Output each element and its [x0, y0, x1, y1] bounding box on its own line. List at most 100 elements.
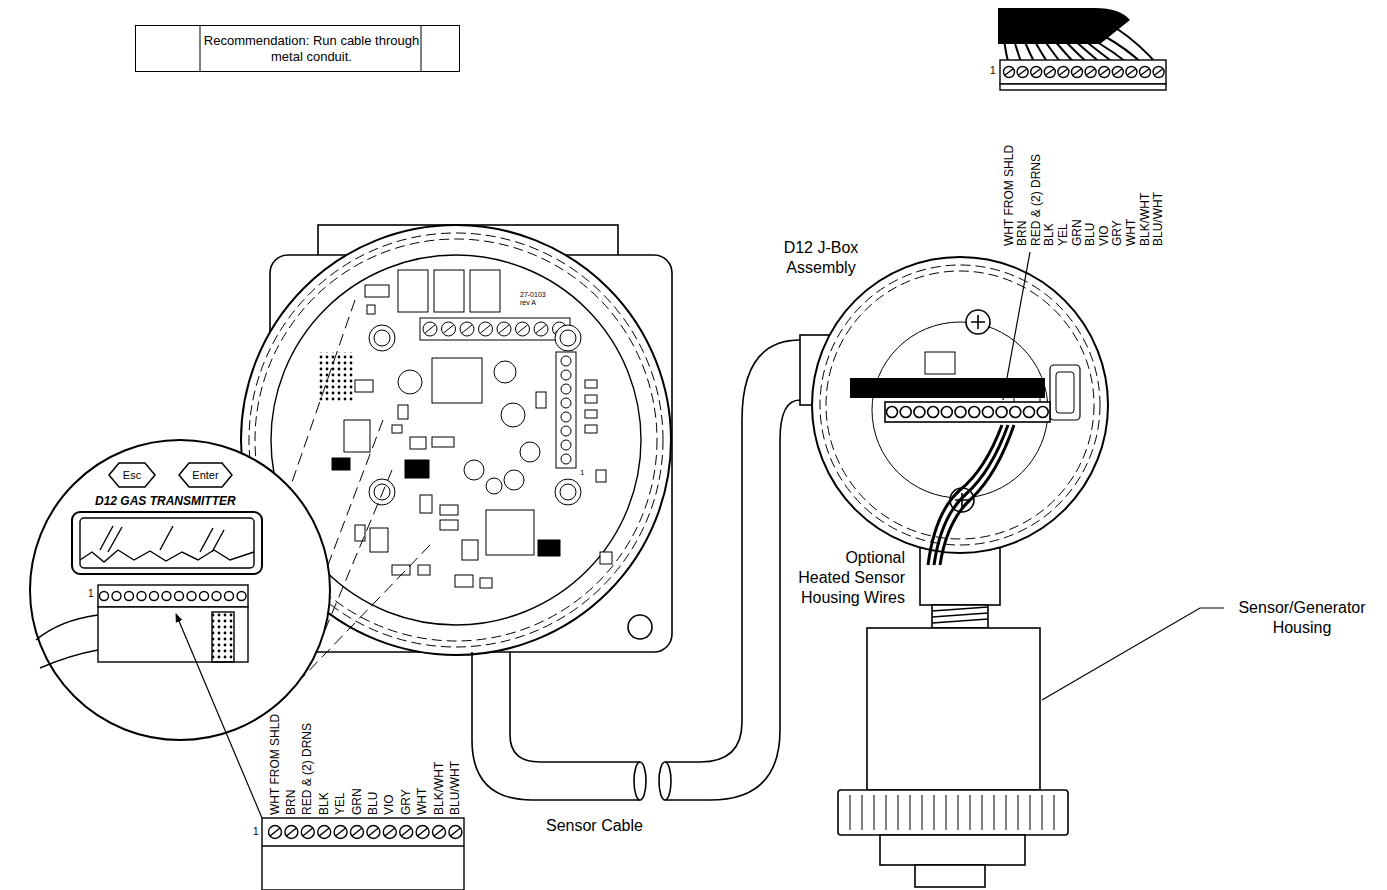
circuit-board [561, 356, 571, 366]
circuit-board [370, 528, 388, 552]
display-magnifier [125, 592, 134, 601]
circuit-board [440, 505, 458, 515]
circuit-board [504, 470, 524, 490]
circuit-board [596, 470, 606, 482]
junction-box [955, 407, 966, 418]
circuit-board [556, 352, 576, 468]
junction-box [885, 402, 1050, 422]
board-number: 27-0103 rev A [520, 291, 552, 307]
circuit-board [470, 270, 500, 312]
display-magnifier [36, 615, 98, 668]
wire-color-label: BLK [1043, 223, 1056, 246]
note-box-divider [421, 25, 422, 72]
part-name: Sensor Cable [546, 816, 643, 836]
junction-box [1056, 372, 1074, 413]
circuit-board [585, 410, 597, 418]
note-box: Recommendation: Run cable through metal … [135, 25, 460, 72]
display-magnifier [225, 592, 234, 601]
wire-color-label: BLU/WHT [449, 761, 462, 815]
circuit-board [585, 425, 597, 433]
circuit-board [374, 330, 390, 346]
circuit-board [538, 540, 560, 556]
junction-box [1037, 407, 1048, 418]
terminal-strip [270, 828, 460, 836]
circuit-board [318, 352, 354, 402]
sensor-housing [850, 795, 1054, 830]
note-box-divider [200, 25, 201, 72]
junction-box [969, 407, 980, 418]
circuit-board [561, 454, 571, 464]
terminal-strip [1000, 60, 1166, 84]
sensor-housing [880, 835, 1025, 865]
wire-color-label: BLK/WHT [1139, 193, 1152, 246]
wire-color-label: VIO [383, 794, 396, 815]
junction-box [900, 407, 911, 418]
view-line [325, 470, 392, 630]
view-line [300, 545, 430, 680]
part-name: D12 J-Box Assembly [762, 238, 880, 278]
wire-color-label: WHT FROM SHLD [1003, 145, 1016, 246]
sensor-housing [838, 790, 1068, 835]
display-magnifier [72, 512, 262, 574]
junction-box [850, 378, 1045, 398]
transmitter-housing [628, 615, 652, 639]
junction-box [982, 407, 993, 418]
circuit-board [374, 484, 390, 500]
part-name: Optional Heated Sensor Housing Wires [793, 548, 905, 608]
node-text: Enter [192, 469, 218, 482]
device-name: D12 GAS TRANSMITTER [95, 494, 236, 508]
display-magnifier [30, 440, 330, 740]
node-text: Esc [123, 469, 141, 482]
sensor-cable [472, 340, 800, 800]
circuit-board [455, 575, 473, 587]
circuit-board [392, 565, 410, 575]
pin-number: 1 [88, 588, 94, 600]
view-line [328, 420, 383, 565]
junction-box [1024, 407, 1035, 418]
circuit-board [585, 380, 597, 388]
circuit-board [494, 361, 516, 383]
wire-color-label: WHT [1125, 219, 1138, 246]
pin-number: 1 [990, 65, 996, 77]
circuit-board [536, 392, 546, 408]
circuit-board [367, 305, 375, 314]
circuit-board [365, 285, 389, 297]
key-button: Enter [178, 462, 233, 488]
circuit-board [486, 510, 534, 555]
circuit-board [561, 398, 571, 408]
wire-color-label: WHT FROM SHLD [269, 714, 282, 815]
junction-box [812, 257, 1108, 553]
wire-color-label: BRN [1016, 221, 1029, 246]
circuit-board [434, 270, 464, 312]
sensor-cable [659, 762, 671, 800]
terminal-strip [262, 845, 464, 846]
junction-box [914, 407, 925, 418]
display-magnifier [80, 518, 254, 568]
circuit-board [440, 520, 458, 530]
circuit-board [480, 578, 492, 588]
display-magnifier [30, 440, 330, 740]
circuit-board [369, 325, 395, 351]
circuit-board [585, 395, 597, 403]
sensor-cable [665, 340, 800, 762]
wire-color-label: YEL [1057, 223, 1070, 246]
circuit-board [555, 479, 581, 505]
display-magnifier [175, 592, 184, 601]
wire-color-label: YEL [334, 792, 347, 815]
wire-color-label: GRY [1111, 220, 1124, 246]
leader-arrow [176, 614, 262, 818]
terminal-strip [1000, 84, 1166, 90]
display-magnifier [100, 592, 109, 601]
circuit-board [418, 565, 430, 575]
circuit-board [560, 484, 576, 500]
wire-color-label: BLK [318, 792, 331, 815]
circuit-board [520, 442, 540, 462]
wire-color-label: WHT [416, 788, 429, 815]
circuit-board [555, 325, 581, 351]
pin-number: 1 [253, 826, 259, 838]
display-magnifier [237, 592, 246, 601]
display-magnifier [112, 592, 121, 601]
circuit-board [398, 270, 428, 312]
